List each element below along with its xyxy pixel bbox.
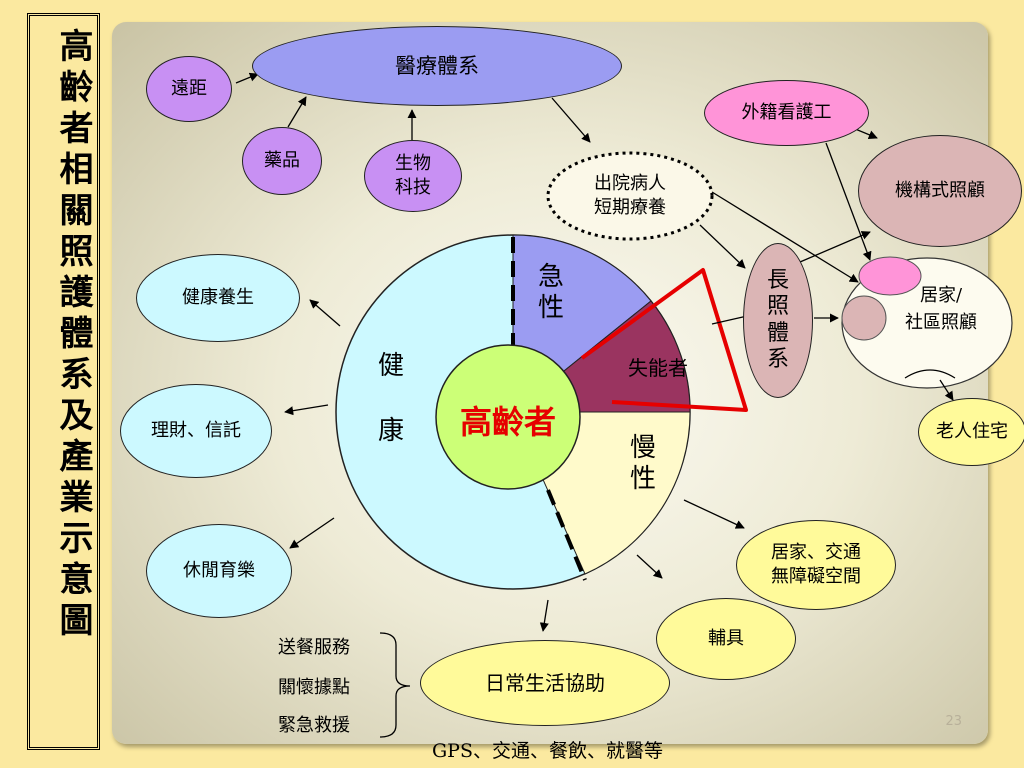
- home-arc: [904, 369, 956, 379]
- disabled-highlight: [580, 268, 748, 412]
- services-brace: [379, 632, 411, 738]
- home-small-pink: [858, 256, 922, 296]
- finance-node: 理財、信託: [120, 384, 272, 478]
- page-number: 23: [945, 714, 962, 729]
- discharge-ellipse: [546, 151, 714, 241]
- telemedicine-node: 遠距: [146, 56, 232, 122]
- center-label: 高齡者: [459, 403, 556, 441]
- barrier-free-node: 居家、交通 無障礙空間: [736, 520, 896, 610]
- elder-housing-node: 老人住宅: [918, 398, 1024, 466]
- home-community-label: 居家/ 社區照顧: [905, 285, 977, 333]
- chronic-label: 慢 性: [630, 433, 657, 495]
- service-item: 關懷據點: [278, 677, 350, 698]
- medical-system-node: 醫療體系: [252, 26, 622, 106]
- biotech-node: 生物 科技: [364, 140, 462, 212]
- center-circle: [435, 344, 581, 490]
- sidebar-title-box: 高齡者相關照護體系及產業示意圖: [27, 13, 100, 750]
- long-term-care-node: 長 照 體 系: [743, 243, 813, 398]
- foreign-care-node: 外籍看護工: [704, 80, 869, 146]
- bottom-note: GPS、交通、餐飲、就醫等: [432, 740, 663, 762]
- service-item: 緊急救援: [278, 715, 350, 736]
- institutional-care-node: 機構式照顧: [858, 135, 1022, 247]
- chronic-divider: [546, 489, 587, 581]
- service-item: 送餐服務: [278, 637, 350, 658]
- assistive-devices-node: 輔具: [656, 598, 796, 680]
- acute-label: 急 性: [538, 262, 565, 324]
- home-small-mauve: [841, 295, 887, 341]
- sidebar-title: 高齡者相關照護體系及產業示意圖: [53, 28, 93, 643]
- medicine-node: 藥品: [242, 127, 322, 195]
- leisure-node: 休閒育樂: [146, 524, 292, 618]
- disabled-label: 失能者: [628, 356, 688, 380]
- health-label: 健 康: [378, 351, 405, 446]
- daily-living-node: 日常生活協助: [420, 640, 670, 726]
- discharge-node: 出院病人 短期療養: [594, 172, 666, 218]
- wellness-node: 健康養生: [136, 254, 300, 342]
